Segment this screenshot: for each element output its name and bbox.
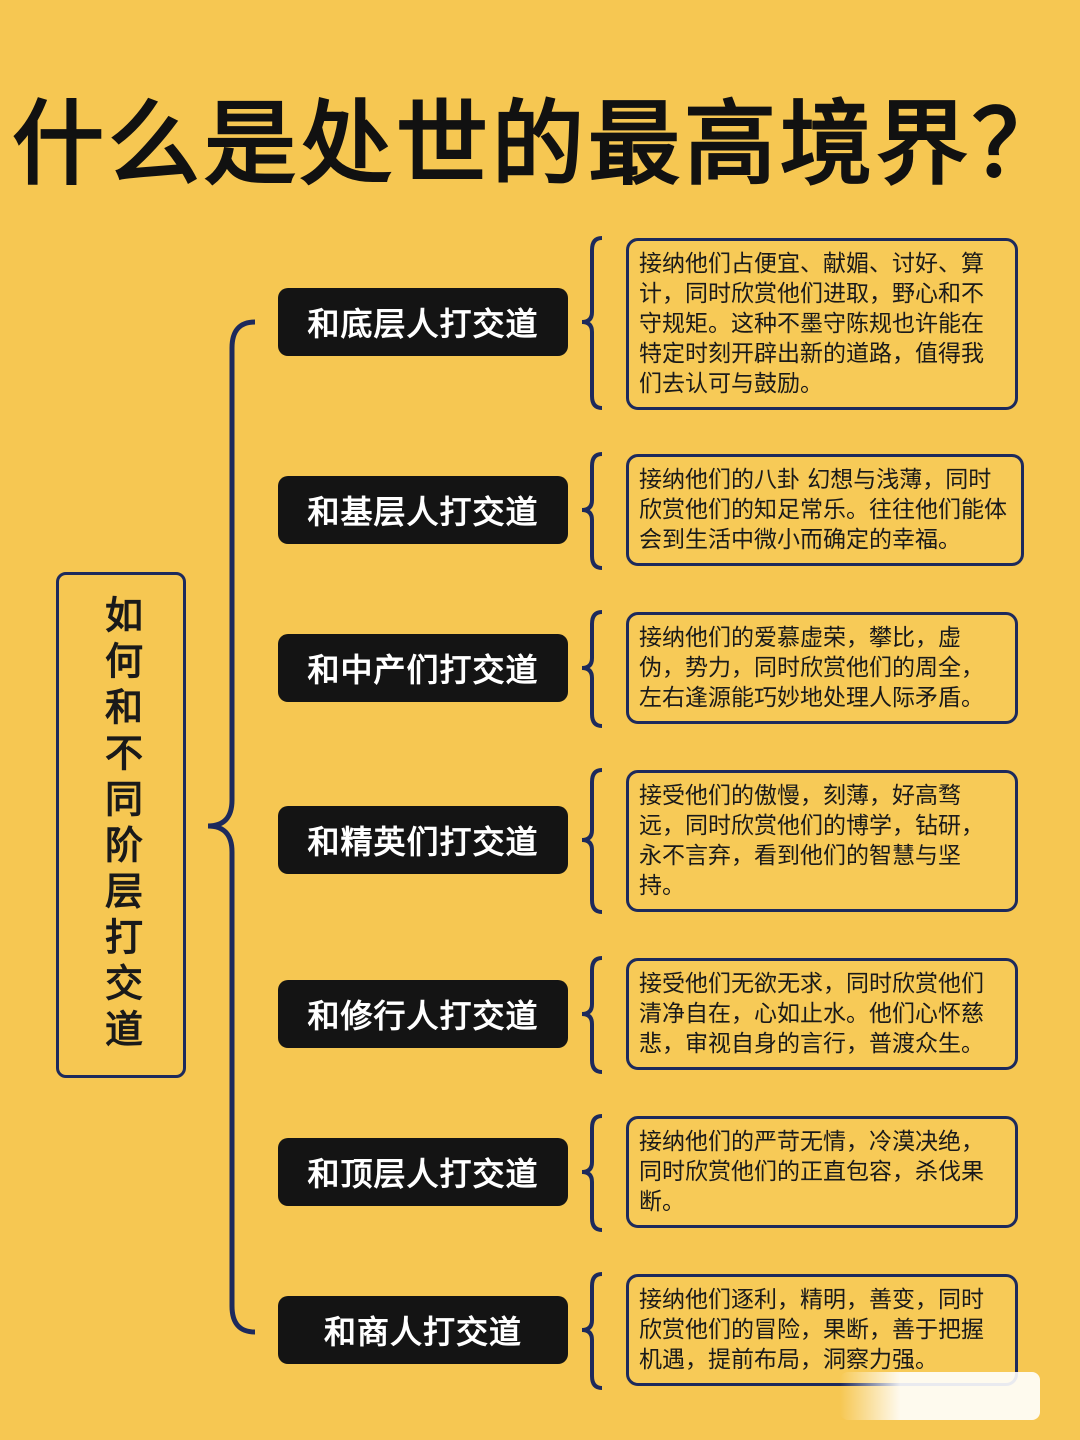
branch-description: 接受他们的傲慢，刻薄，好高骛远，同时欣赏他们的博学，钻研，永不言弃，看到他们的智…	[626, 770, 1018, 912]
branch-description: 接纳他们的爱慕虚荣，攀比，虚伪，势力，同时欣赏他们的周全，左右逢源能巧妙地处理人…	[626, 612, 1018, 724]
page-title: 什么是处世的最高境界？	[11, 91, 1068, 198]
branch-description: 接纳他们的严苛无情，冷漠决绝，同时欣赏他们的正直包容，杀伐果断。	[626, 1116, 1018, 1228]
branch-description: 接纳他们的八卦 幻想与浅薄，同时欣赏他们的知足常乐。往往他们能体会到生活中微小而…	[626, 454, 1024, 566]
brace-1	[581, 236, 603, 410]
branch-label: 和精英们打交道	[278, 806, 568, 874]
branch-label: 和修行人打交道	[278, 980, 568, 1048]
branch-label: 和顶层人打交道	[278, 1138, 568, 1206]
brace-3	[581, 610, 603, 728]
brace-4	[581, 768, 603, 914]
branch-label: 和底层人打交道	[278, 288, 568, 356]
root-label: 如何和不同阶层打交道	[98, 595, 143, 1055]
branch-description: 接纳他们占便宜、献媚、讨好、算计，同时欣赏他们进取，野心和不守规矩。这种不墨守陈…	[626, 238, 1018, 410]
watermark-blur	[840, 1372, 1040, 1420]
branch-description: 接受他们无欲无求，同时欣赏他们清净自在，心如止水。他们心怀慈悲，审视自身的言行，…	[626, 958, 1018, 1070]
branch-label: 和中产们打交道	[278, 634, 568, 702]
brace-6	[581, 1114, 603, 1232]
branch-description: 接纳他们逐利，精明，善变，同时欣赏他们的冒险，果断，善于把握机遇，提前布局，洞察…	[626, 1274, 1018, 1386]
root-node: 如何和不同阶层打交道	[56, 572, 186, 1078]
branch-label: 和基层人打交道	[278, 476, 568, 544]
main-brace	[207, 319, 256, 1335]
brace-7	[581, 1272, 603, 1390]
brace-2	[581, 452, 603, 570]
branch-label: 和商人打交道	[278, 1296, 568, 1364]
brace-5	[581, 956, 603, 1074]
